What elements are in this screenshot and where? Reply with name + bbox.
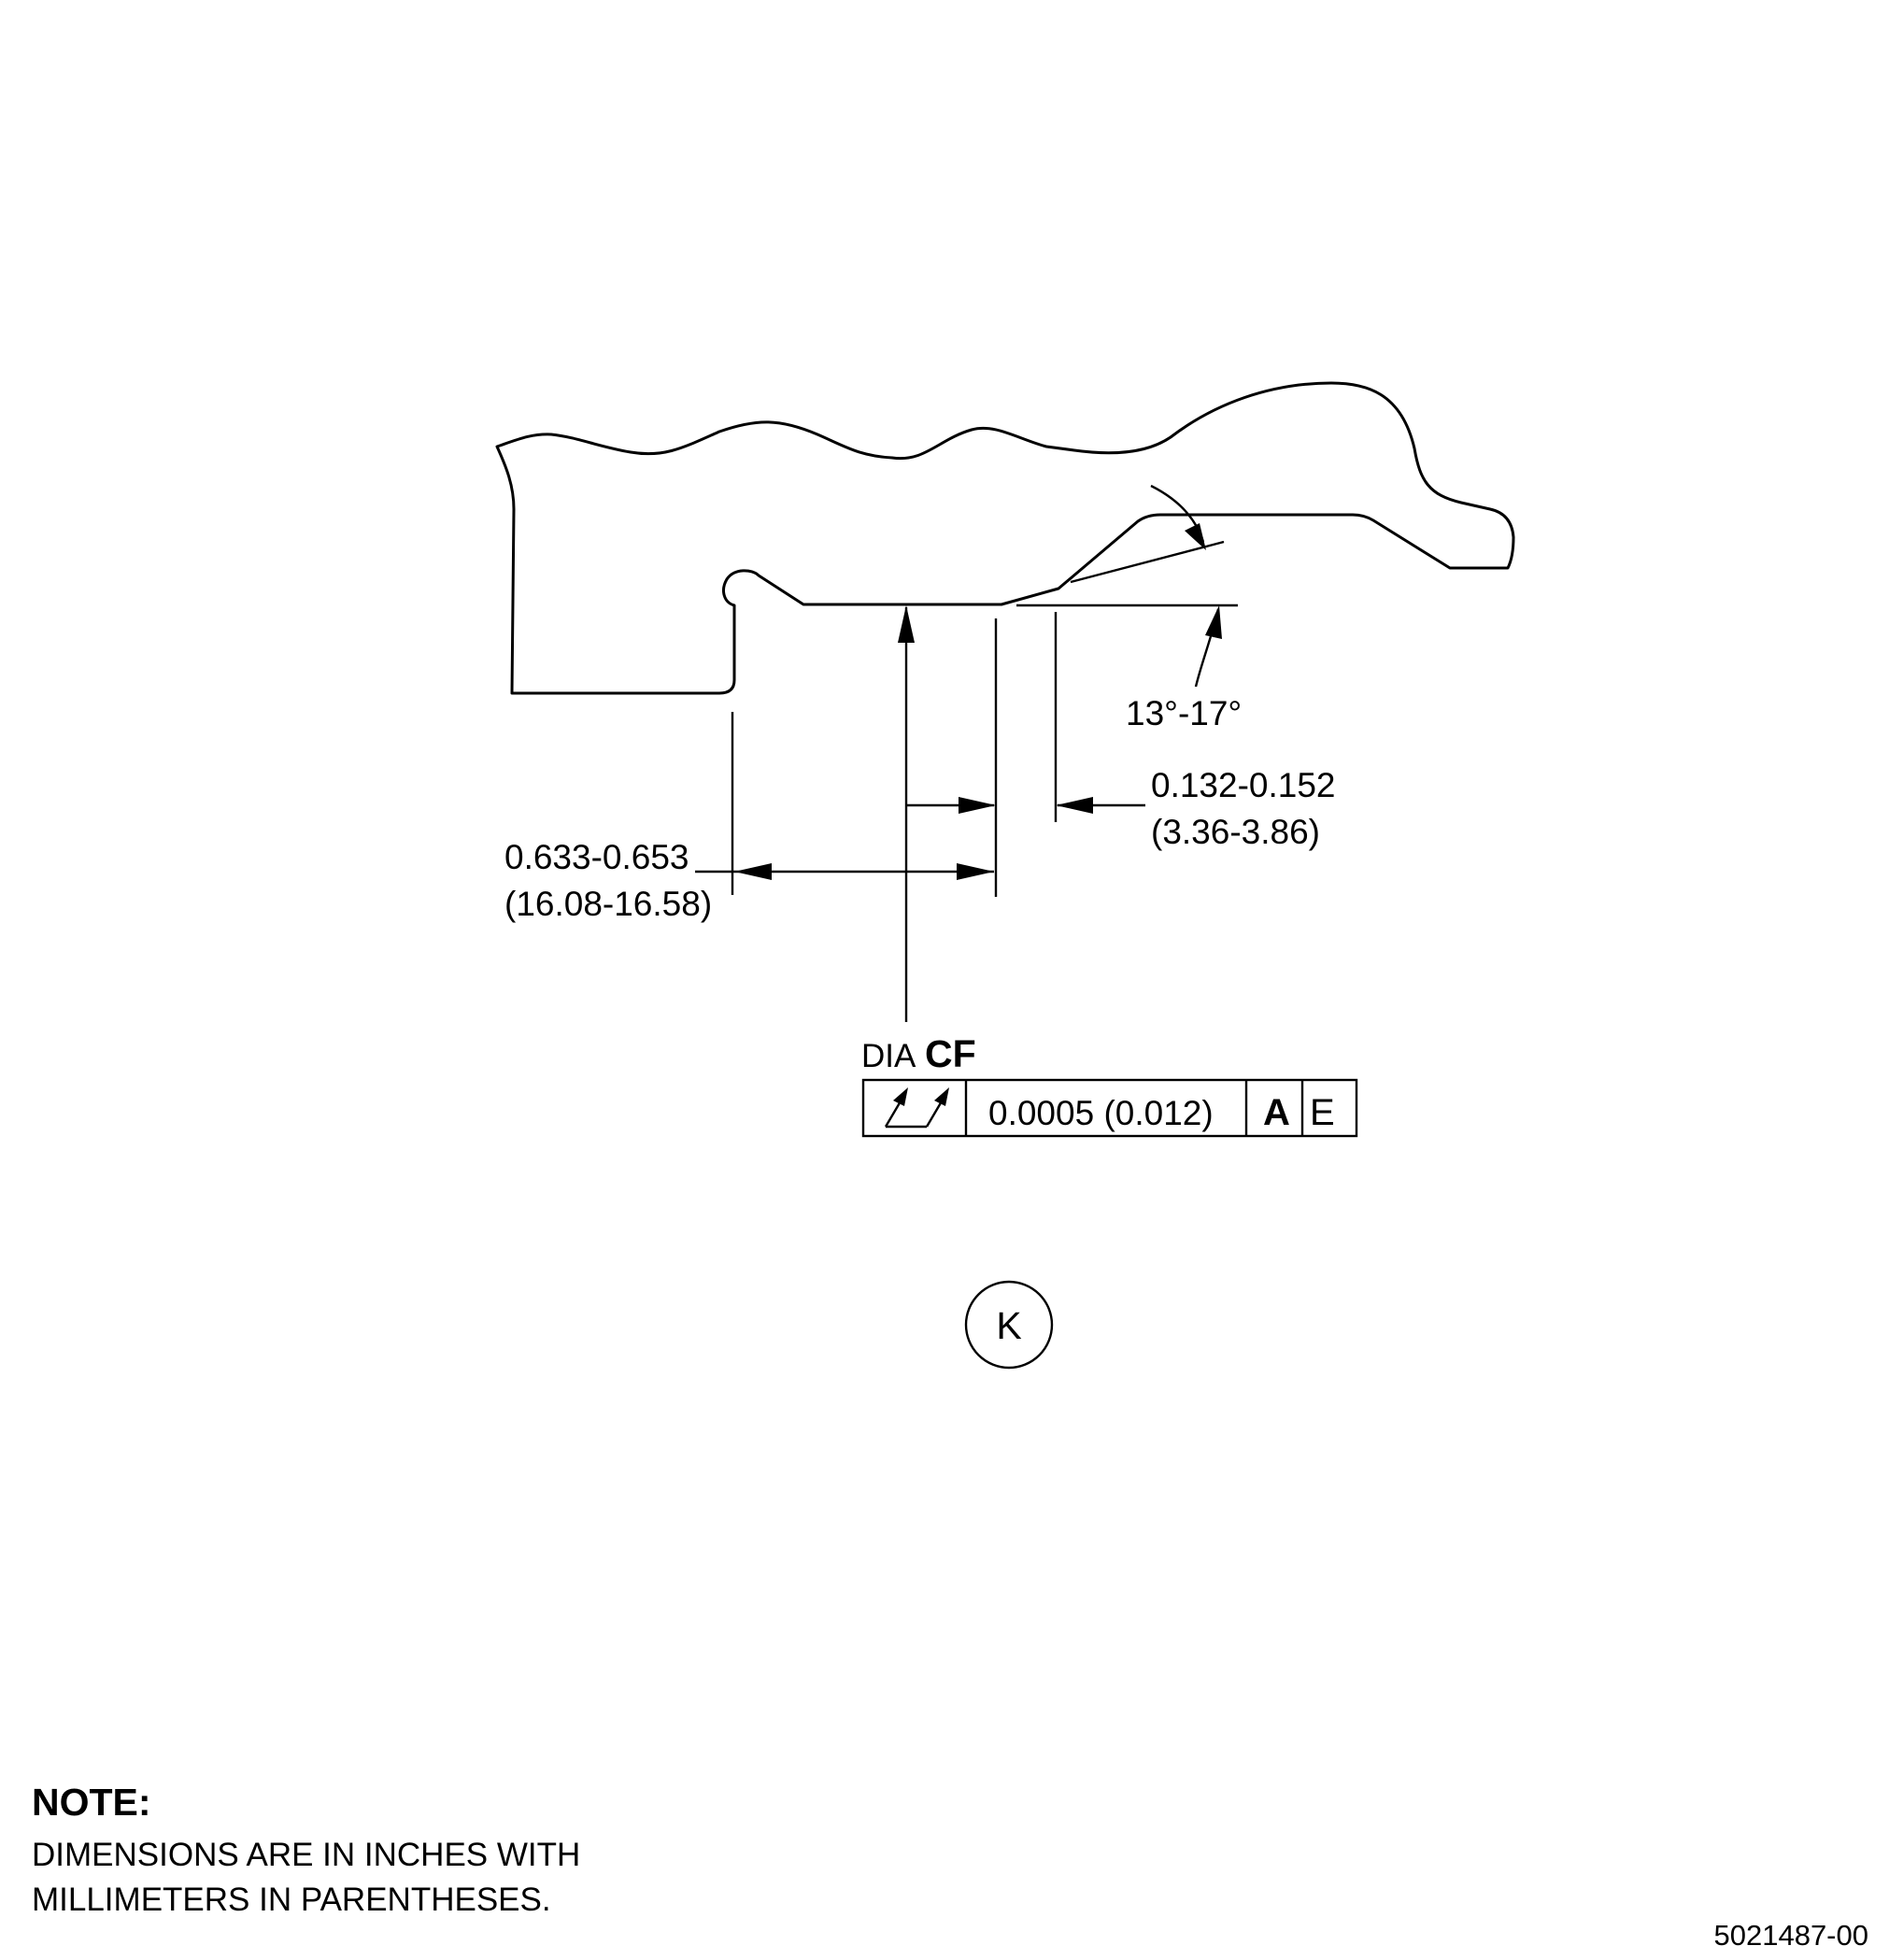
note-block: NOTE: DIMENSIONS ARE IN INCHES WITH MILL… — [32, 1781, 580, 1918]
length-dimension-inches: 0.633-0.653 — [504, 838, 689, 876]
angle-dimension: 13°-17° — [1016, 484, 1242, 732]
angle-extension-line — [1070, 540, 1225, 584]
feature-control-frame: 0.0005 (0.012) A E — [861, 1078, 1358, 1138]
part-profile — [495, 381, 1515, 695]
note-heading: NOTE: — [32, 1781, 151, 1824]
view-label-text: K — [996, 1304, 1021, 1347]
diameter-label: DIA CF — [861, 1032, 976, 1075]
length-dimension: 0.633-0.653 (16.08-16.58) — [504, 712, 994, 923]
diameter-prefix: DIA — [861, 1038, 916, 1074]
note-line-2: MILLIMETERS IN PARENTHESES. — [32, 1882, 551, 1918]
total-runout-icon — [884, 1087, 949, 1129]
part-outline — [495, 381, 1515, 695]
note-line-1: DIMENSIONS ARE IN INCHES WITH — [32, 1837, 580, 1873]
length-dimension-millimeters: (16.08-16.58) — [504, 885, 712, 923]
tolerance-value: 0.0005 (0.012) — [988, 1094, 1214, 1132]
drawing-number: 5021487-00 — [1714, 1919, 1869, 1952]
offset-dimension: 0.132-0.152 (3.36-3.86) — [906, 612, 1336, 897]
diameter-leader — [898, 605, 915, 1022]
datum-e: E — [1310, 1092, 1335, 1133]
view-label: K — [964, 1280, 1054, 1370]
datum-a: A — [1263, 1092, 1290, 1133]
angle-dimension-text: 13°-17° — [1126, 694, 1242, 732]
offset-dimension-millimeters: (3.36-3.86) — [1151, 813, 1320, 851]
offset-dimension-inches: 0.132-0.152 — [1151, 766, 1336, 804]
diameter-code: CF — [925, 1032, 976, 1075]
diameter-arrowhead — [898, 605, 915, 643]
